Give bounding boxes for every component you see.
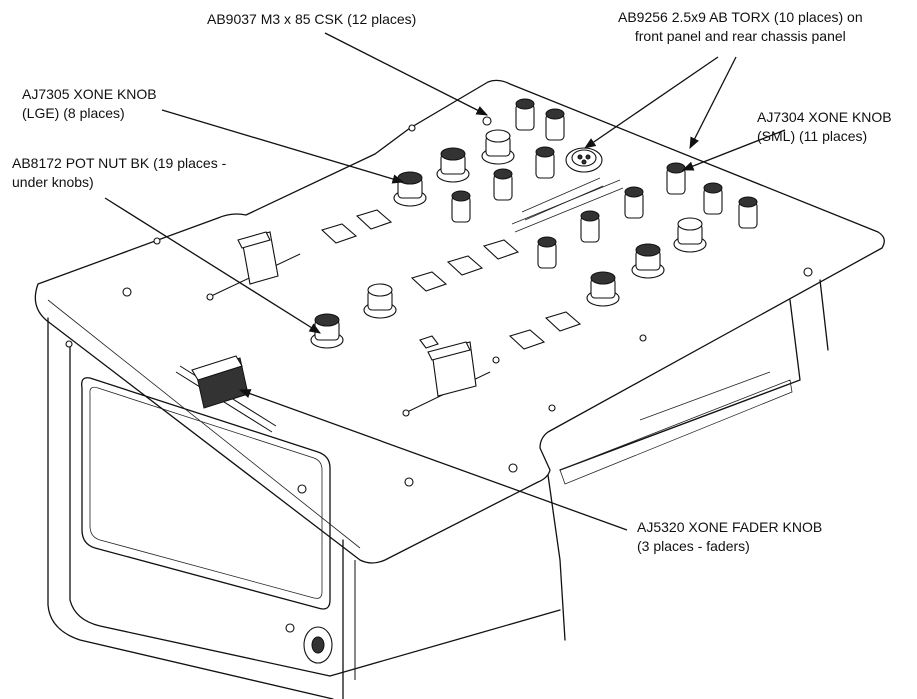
callout-ab9037: AB9037 M3 x 85 CSK (12 places) [207,10,416,29]
callout-ab8172-line1: AB8172 POT NUT BK (19 places - [12,155,227,171]
push-buttons [320,209,582,350]
csk-screws [65,116,813,494]
callout-aj5320: AJ5320 XONE FADER KNOB (3 places - fader… [637,518,822,556]
callout-ab9256: AB9256 2.5x9 AB TORX (10 places) on fron… [618,8,863,46]
callout-aj7305-line1: AJ7305 XONE KNOB [22,86,157,102]
callout-aj7304-line1: AJ7304 XONE KNOB [757,109,892,125]
large-knobs [310,129,707,349]
callout-aj5320-line1: AJ5320 XONE FADER KNOB [637,519,823,535]
callout-ab9037-line1: AB9037 M3 x 85 CSK (12 places) [207,11,417,27]
callout-ab8172-line2: under knobs) [12,174,94,190]
callout-ab9256-line1: AB9256 2.5x9 AB TORX (10 places) on [618,9,863,25]
leader-lines [104,32,786,531]
top-plate [34,79,885,564]
callout-aj7304-line2: (SML) (11 places) [757,128,868,144]
led-meters [511,177,624,233]
front-panel-window [81,377,331,610]
callout-aj7305: AJ7305 XONE KNOB (LGE) (8 places) [22,85,157,123]
small-knobs [451,98,758,269]
front-jack [285,623,333,664]
callout-ab8172: AB8172 POT NUT BK (19 places - under kno… [12,154,226,192]
faders [175,231,491,433]
callout-aj5320-line2: (3 places - faders) [637,538,750,554]
callout-aj7304: AJ7304 XONE KNOB (SML) (11 places) [757,108,892,146]
callout-ab9256-line2: front panel and rear chassis panel [634,28,846,44]
chassis-body [47,279,829,699]
xlr-connector [565,147,603,173]
callout-aj7305-line2: (LGE) (8 places) [22,105,125,121]
side-rail [559,371,793,485]
